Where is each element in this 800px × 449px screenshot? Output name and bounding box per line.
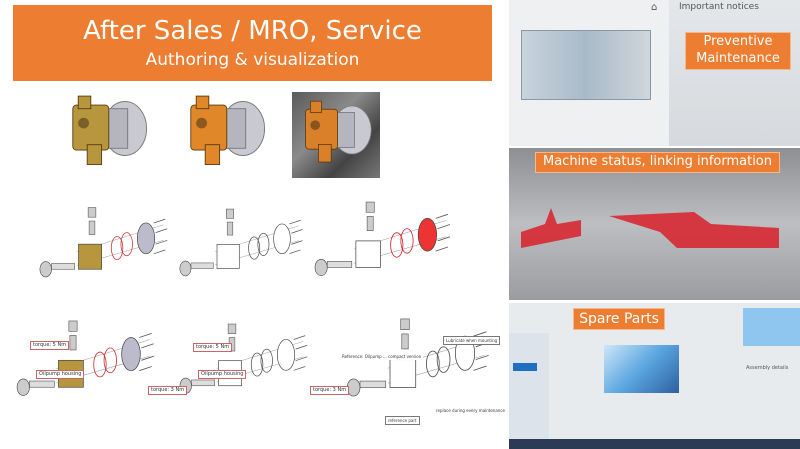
callout-torque-bolts: torque: 3 Nm	[310, 386, 350, 395]
preventive-maintenance-label: Preventive Maintenance	[685, 32, 791, 70]
callout-torque-top: torque: 5 Nm	[193, 343, 233, 352]
callout-lubricate: Lubricate when mounting	[443, 336, 501, 345]
spare-parts-label: Spare Parts	[573, 308, 665, 330]
callout-reference-part: reference part	[385, 416, 420, 425]
slide-title: After Sales / MRO, Service	[83, 16, 422, 46]
highlighted-component-left	[521, 208, 581, 248]
highlighted-component-right	[609, 212, 779, 248]
callout-torque-top: torque: 5 Nm	[30, 341, 70, 350]
exploded-view-line	[178, 205, 308, 293]
screen-viewport	[509, 0, 669, 146]
pump-render-brass	[62, 92, 152, 174]
spare-parts-photo: Assembly details Spare Parts	[509, 303, 800, 449]
home-icon[interactable]: ⌂	[651, 2, 658, 13]
machine-status-photo: Machine status, linking information	[509, 148, 800, 300]
callout-replace: replace during every maintenance	[434, 407, 508, 414]
slide-subtitle: Authoring & visualization	[145, 50, 360, 70]
pump-render-orange	[180, 92, 270, 174]
exploded-view-numbered	[312, 200, 457, 292]
notices-header: Important notices	[679, 2, 759, 12]
title-banner: After Sales / MRO, Service Authoring & v…	[13, 5, 492, 81]
pump-render-textured	[296, 98, 376, 170]
callout-housing: Oilpump housing	[36, 370, 85, 379]
annotated-view-numbered	[345, 315, 495, 415]
callout-torque-bolts: torque: 3 Nm	[148, 386, 188, 395]
annotated-view-colored	[15, 318, 160, 413]
blue-button[interactable]	[513, 363, 537, 371]
machine-status-label: Machine status, linking information	[535, 152, 780, 173]
assembly-details-heading: Assembly details	[746, 365, 789, 371]
callout-reference-note: Reference: Oilpump ... compact version	[340, 353, 424, 360]
callout-housing: Oilpump housing	[198, 370, 247, 379]
machine-model-thumbnail	[604, 345, 679, 393]
exploded-view-colored	[38, 205, 173, 293]
preview-image	[743, 308, 800, 346]
preventive-maintenance-photo: ⌂ Important notices Preventive Maintenan…	[509, 0, 800, 146]
navigation-sidebar	[509, 333, 549, 439]
machine-3d-model	[521, 30, 651, 100]
taskbar	[509, 439, 800, 449]
annotated-view-line	[178, 318, 313, 413]
pump-render-metal-bg	[292, 92, 380, 178]
